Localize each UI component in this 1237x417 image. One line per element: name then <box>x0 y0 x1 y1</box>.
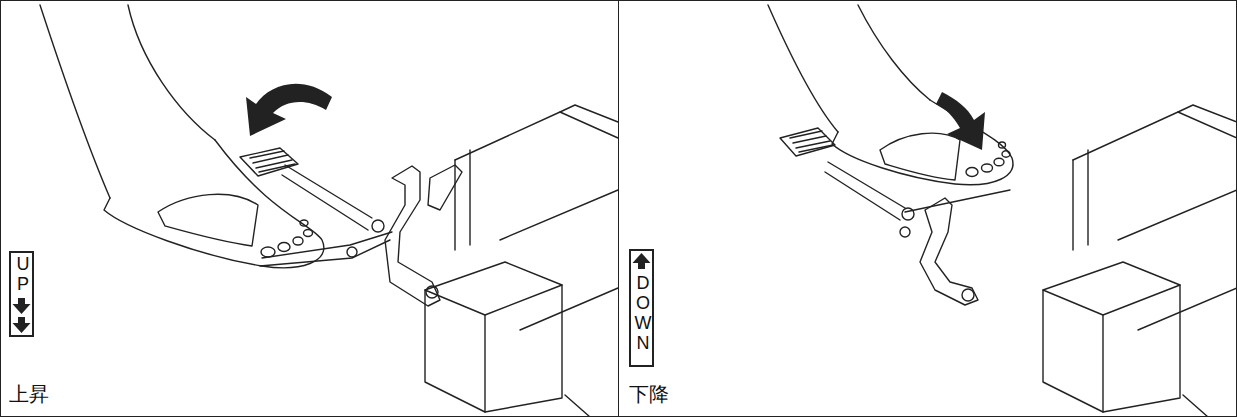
arrow-symbol <box>13 317 31 333</box>
press-arrow <box>936 92 985 150</box>
machine-base <box>1073 105 1237 417</box>
arrow-symbol <box>633 253 651 269</box>
pedal-linkage <box>260 165 462 306</box>
pedal-sticker: UP <box>9 251 34 337</box>
press-arrow <box>246 84 332 136</box>
pedal-block <box>1043 262 1180 412</box>
sticker-text: UP <box>12 254 34 294</box>
foot <box>768 5 1013 185</box>
pedal-linkage <box>825 162 1010 305</box>
raise-pedal <box>240 148 298 176</box>
machine-base <box>455 105 618 417</box>
panel-frame: 上昇 UP <box>0 0 619 417</box>
pedal-sticker: DOWN <box>629 249 654 367</box>
panel-caption: 上昇 <box>9 381 49 408</box>
lower-pedal <box>780 128 835 156</box>
arrow-symbol <box>13 298 31 314</box>
panel-caption: 下降 <box>629 381 669 408</box>
foot <box>40 5 324 268</box>
pedal-block <box>425 262 562 412</box>
panel-frame: 下降 DOWN <box>618 0 1237 417</box>
sticker-text: DOWN <box>632 273 654 353</box>
